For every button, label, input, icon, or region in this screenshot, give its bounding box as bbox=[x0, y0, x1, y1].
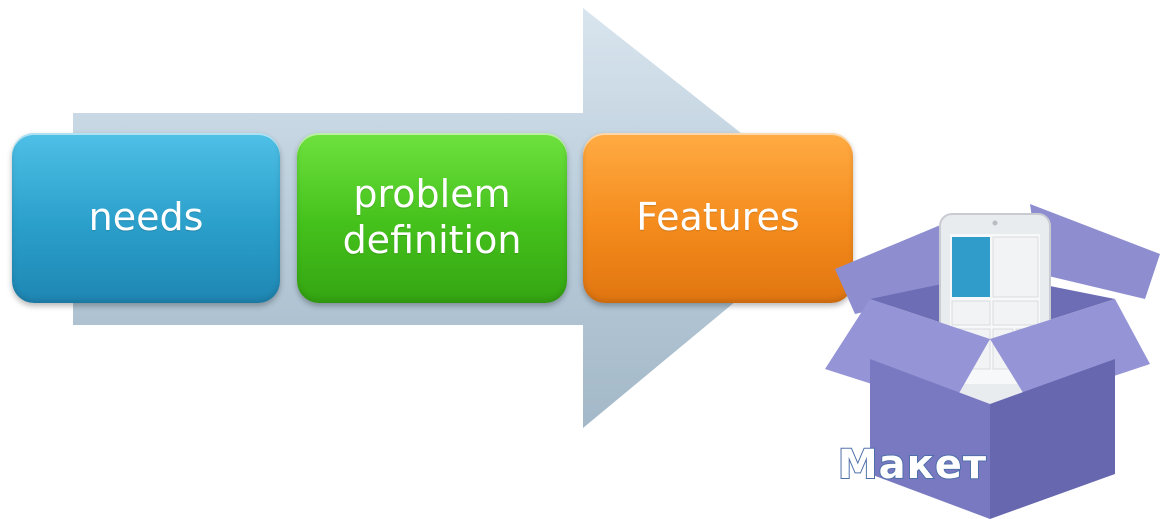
step-needs-box: needs bbox=[12, 133, 280, 303]
step-features-label: Features bbox=[636, 195, 800, 240]
step-problem-definition-box: problem definition bbox=[297, 133, 567, 303]
step-features-box: Features bbox=[583, 133, 853, 303]
step-needs-label: needs bbox=[88, 195, 204, 240]
mockup-caption: Макет bbox=[837, 441, 988, 489]
box-with-phone-icon bbox=[825, 204, 1160, 519]
step-problem-definition-label: problem definition bbox=[342, 172, 522, 262]
